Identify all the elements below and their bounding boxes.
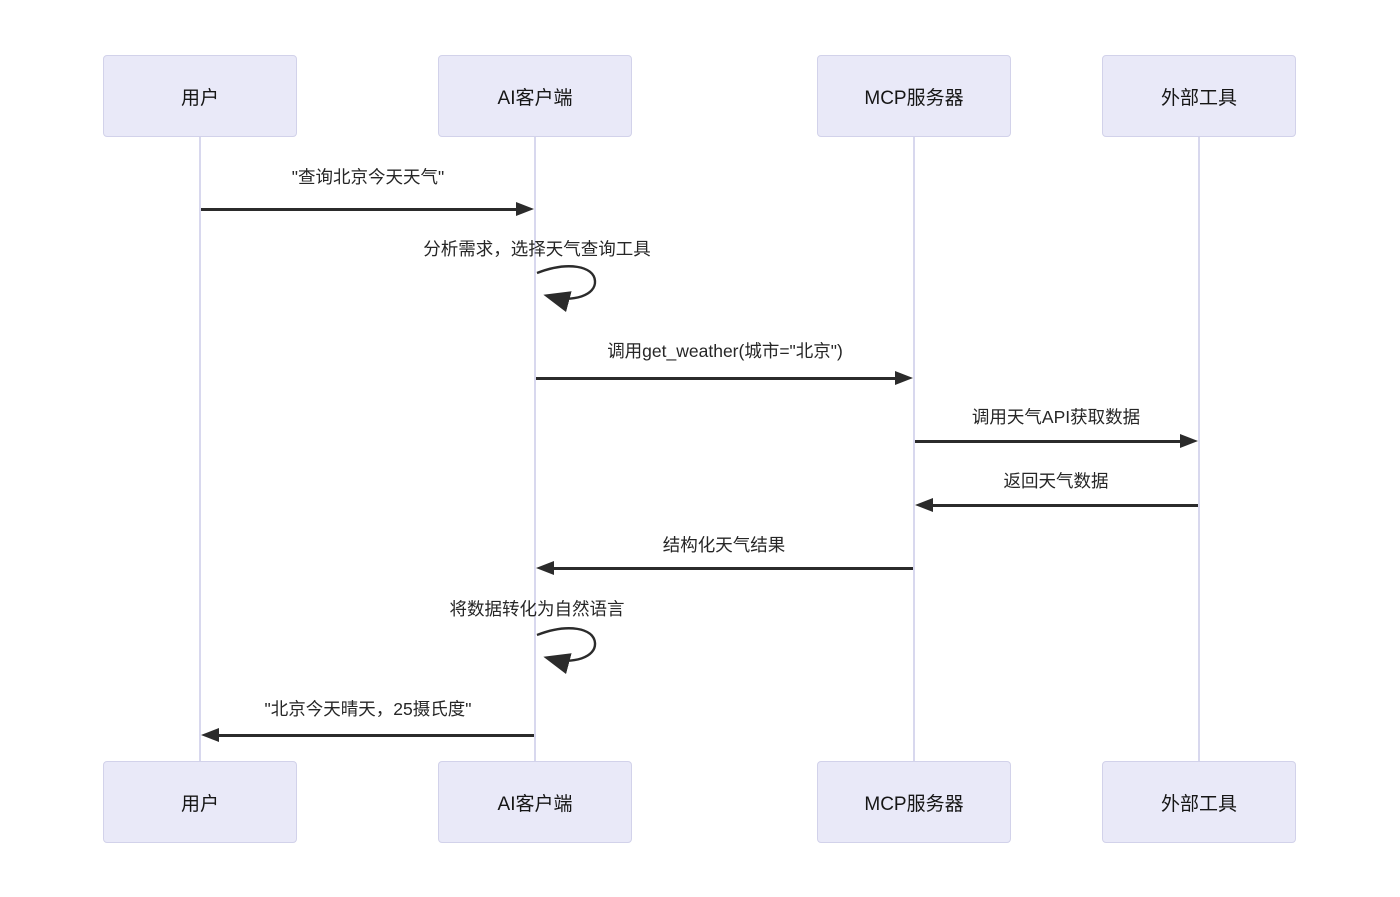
actor-label: MCP服务器 <box>864 793 964 815</box>
lifeline-external-tool <box>1198 137 1200 761</box>
message-8-arrowhead-icon <box>201 728 219 742</box>
message-7-self-loop-icon <box>536 627 597 675</box>
message-4-label: 调用天气API获取数据 <box>971 407 1141 427</box>
message-2-label: 分析需求，选择天气查询工具 <box>423 239 651 259</box>
lifeline-ai-client <box>534 137 536 761</box>
actor-label: 用户 <box>180 87 219 109</box>
actor-label: AI客户端 <box>497 87 573 109</box>
message-5-line <box>933 504 1198 507</box>
message-4-line <box>915 440 1181 443</box>
message-1-arrowhead-icon <box>516 202 534 216</box>
lifeline-mcp-server <box>913 137 915 761</box>
message-2-self-loop-icon <box>536 265 597 313</box>
message-6-label: 结构化天气结果 <box>662 535 786 555</box>
actor-label: 外部工具 <box>1160 793 1237 815</box>
actor-bottom-mcp-server: MCP服务器 <box>817 761 1011 843</box>
actor-label: 用户 <box>180 793 219 815</box>
message-8-label: "北京今天晴天，25摄氏度" <box>264 699 472 719</box>
message-3-arrowhead-icon <box>895 371 913 385</box>
message-3-label: 调用get_weather(城市="北京") <box>607 341 843 361</box>
actor-top-external-tool: 外部工具 <box>1102 55 1296 137</box>
message-4-arrowhead-icon <box>1180 434 1198 448</box>
actor-bottom-user: 用户 <box>103 761 297 843</box>
actor-label: 外部工具 <box>1160 87 1237 109</box>
message-5-arrowhead-icon <box>915 498 933 512</box>
actor-top-user: 用户 <box>103 55 297 137</box>
message-1-label: "查询北京今天天气" <box>291 167 445 187</box>
actor-top-mcp-server: MCP服务器 <box>817 55 1011 137</box>
lifeline-user <box>199 137 201 761</box>
actor-bottom-external-tool: 外部工具 <box>1102 761 1296 843</box>
message-8-line <box>219 734 534 737</box>
actor-top-ai-client: AI客户端 <box>438 55 632 137</box>
message-6-line <box>554 567 913 570</box>
actor-label: MCP服务器 <box>864 87 964 109</box>
actor-bottom-ai-client: AI客户端 <box>438 761 632 843</box>
message-7-label: 将数据转化为自然语言 <box>449 599 625 619</box>
message-1-line <box>201 208 517 211</box>
message-3-line <box>536 377 896 380</box>
message-6-arrowhead-icon <box>536 561 554 575</box>
actor-label: AI客户端 <box>497 793 573 815</box>
message-5-label: 返回天气数据 <box>1003 471 1109 491</box>
